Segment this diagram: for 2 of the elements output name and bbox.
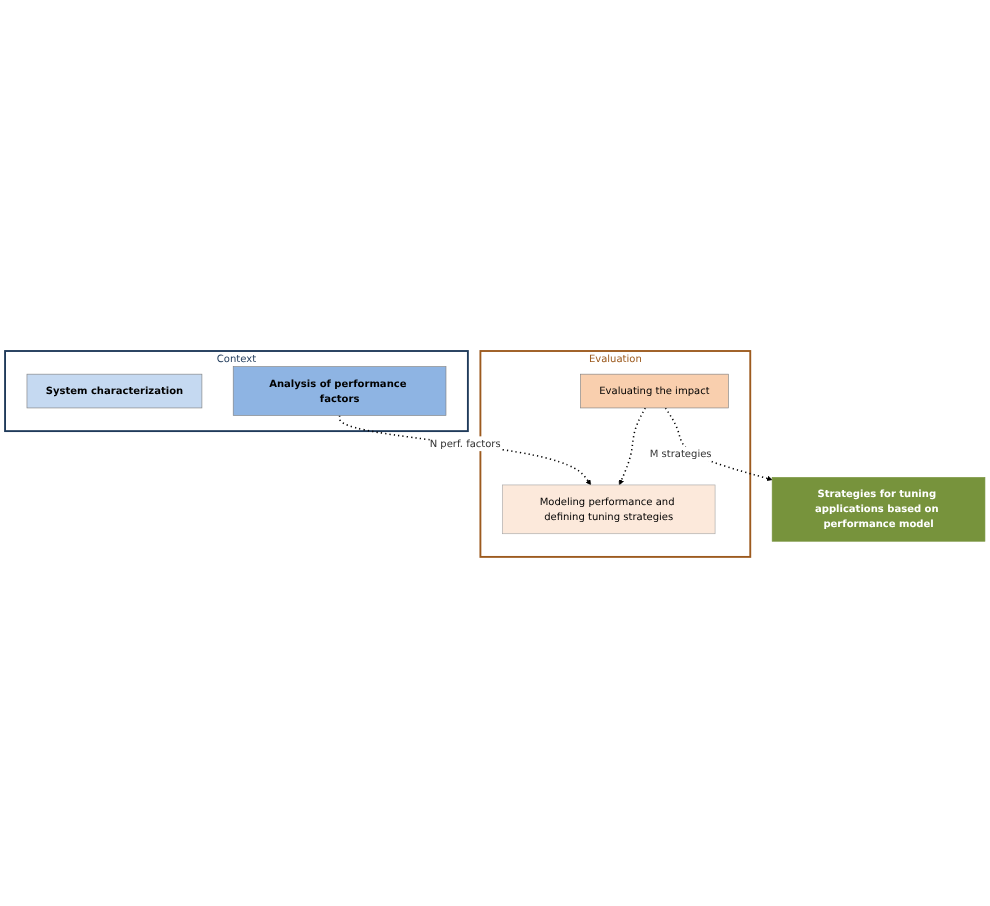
arrow <box>618 406 647 485</box>
arrow <box>338 413 592 485</box>
